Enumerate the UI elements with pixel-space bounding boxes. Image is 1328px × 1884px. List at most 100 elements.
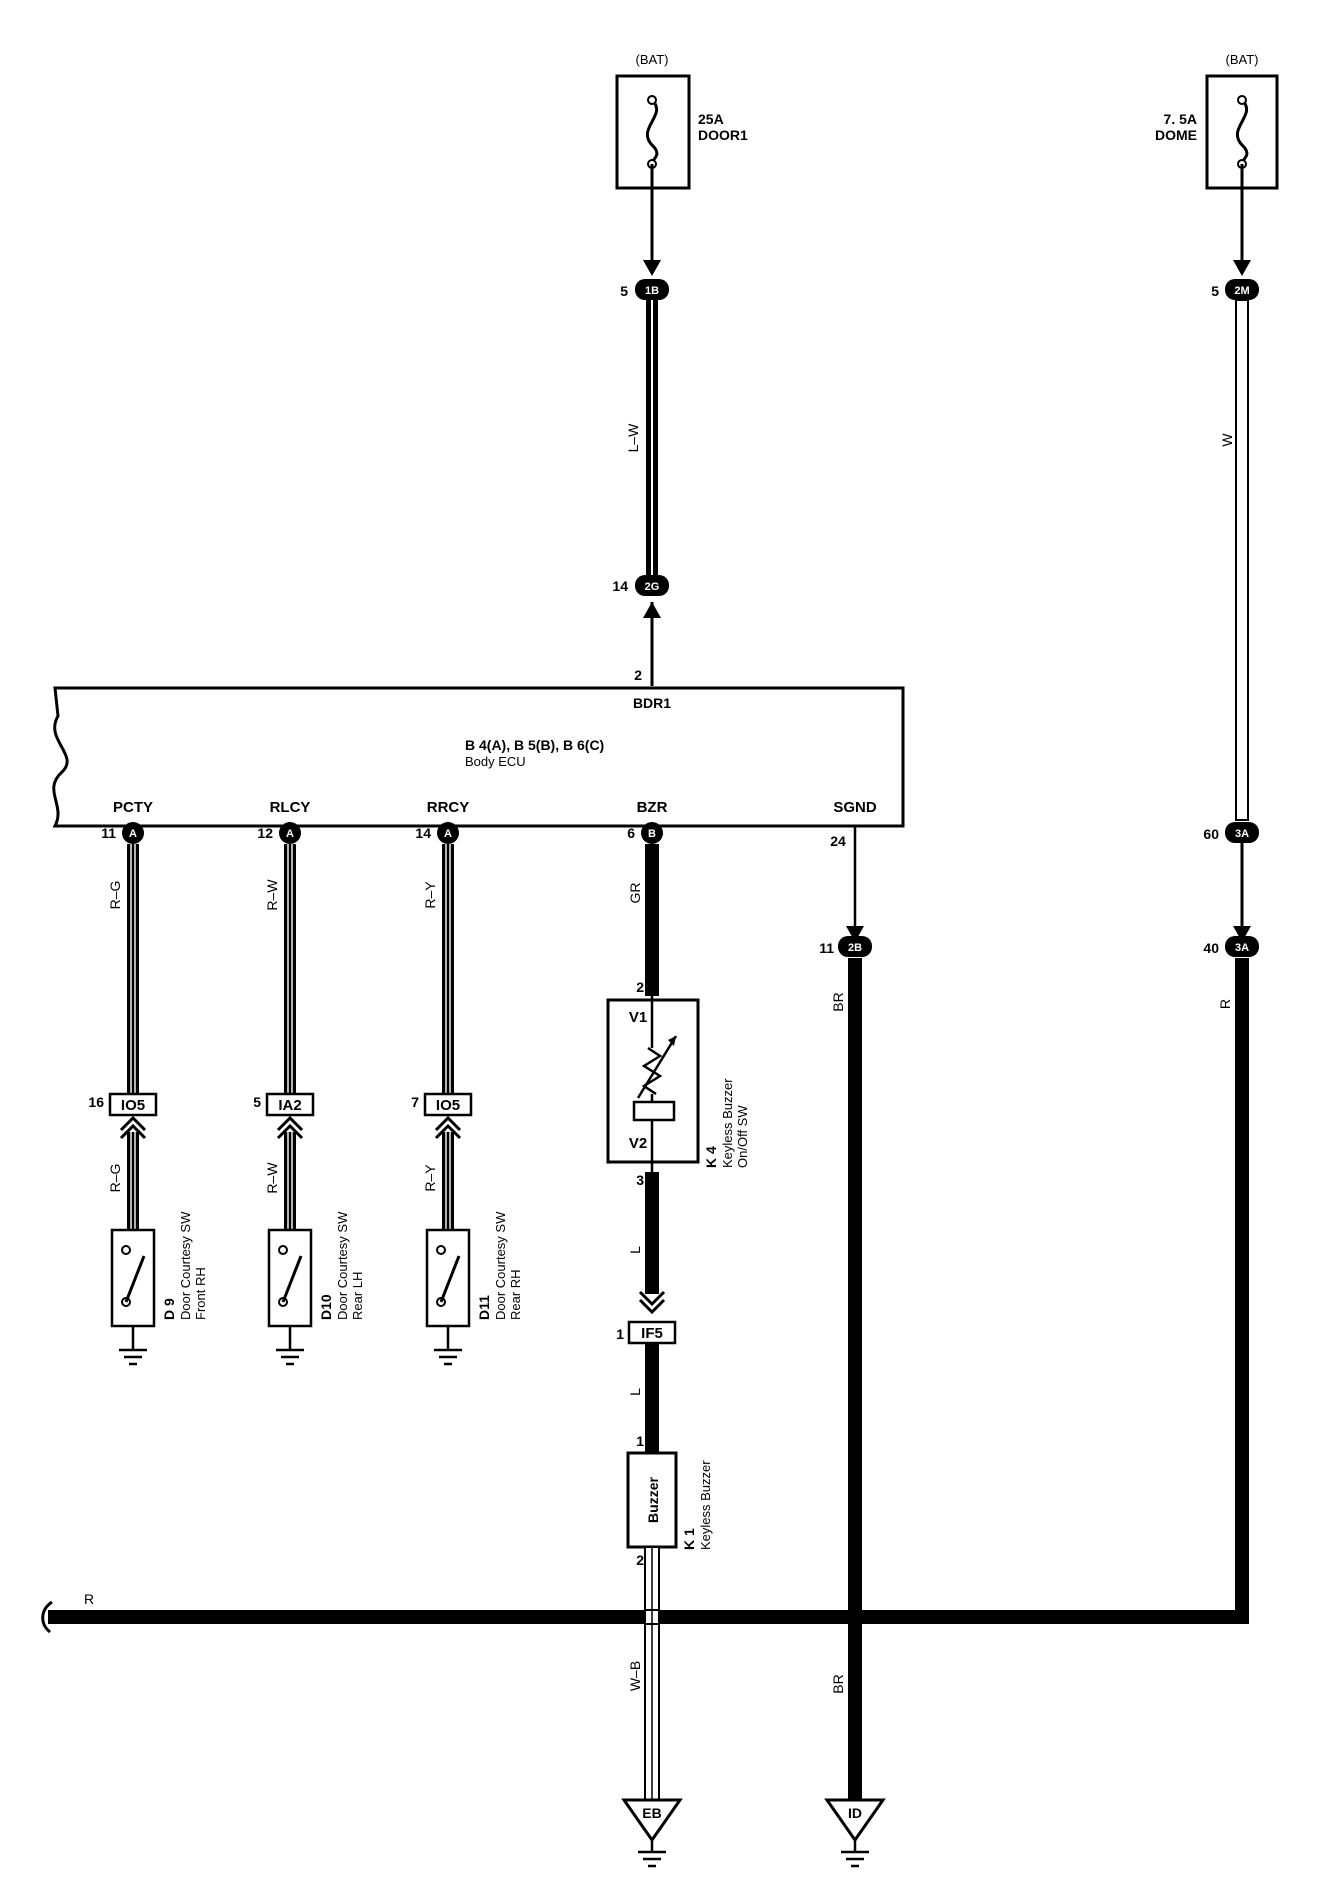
switch-d10-code: D10 (318, 1294, 334, 1320)
if5-pin: 1 (616, 1326, 624, 1342)
ecu-terminal-pcty: PCTY (113, 799, 153, 816)
connector-arrow-icon (1233, 926, 1251, 942)
connector-2m-id: 2M (1234, 285, 1249, 297)
connector-2b-pin: 11 (819, 940, 834, 956)
double-arrow-icon (119, 1115, 147, 1140)
ecu-connector-rlcy: 12 A (257, 822, 301, 844)
double-arrow-icon (276, 1115, 304, 1140)
ground-icon (119, 1348, 147, 1366)
connector-arrow-icon (846, 926, 864, 942)
connector-3a-40-id: 3A (1235, 942, 1249, 954)
k4-sub: On/Off SW (735, 1105, 750, 1168)
k4-code: K 4 (703, 1146, 719, 1168)
connector-1b: 5 1B (620, 279, 669, 300)
wire-door1-circuit: L–W (625, 164, 661, 686)
wire-label-l-upper: L (627, 1246, 643, 1254)
junction-io5-pin: 7 (411, 1094, 419, 1110)
junction-io5-b-id: IO5 (436, 1097, 460, 1114)
fuse-dome-source: (BAT) (1226, 52, 1259, 67)
body-ecu: 2 BDR1 B 4(A), B 5(B), B 6(C) Body ECU P… (52, 667, 905, 828)
ecu-box (52, 686, 905, 828)
connector-2g: 14 2G (612, 575, 669, 596)
connector-3a-60-pin: 60 (1203, 826, 1219, 842)
wire-label-ry-upper: R–Y (422, 881, 438, 909)
ecu-connector-rrcy: 14 A (415, 822, 459, 844)
ground-eb-id: EB (642, 1805, 661, 1821)
fuse-dome-name: DOME (1155, 127, 1197, 143)
wire-l-upper (645, 1172, 659, 1294)
fuse-door1-amp: 25A (698, 111, 724, 127)
wire-label-l-lower: L (627, 1388, 643, 1396)
ecu-bdr-label: BDR1 (633, 695, 671, 711)
connector-2m: 5 2M (1211, 279, 1259, 300)
ecu-connector-pcty: 11 A (101, 822, 144, 844)
ecu-pcty-id: A (129, 828, 137, 840)
ecu-rrcy-id: A (444, 828, 452, 840)
k1-pin-bottom: 2 (636, 1552, 644, 1568)
junction-io5 (108, 1092, 158, 1117)
junction-ia2-pin: 5 (253, 1094, 261, 1110)
ecu-terminal-rlcy: RLCY (270, 799, 311, 816)
switch-d11-name: Door Courtesy SW (493, 1211, 508, 1320)
wire-label-r-bus: R (84, 1591, 94, 1607)
ecu-codes: B 4(A), B 5(B), B 6(C) (465, 737, 604, 753)
ecu-connector-bzr: 6 B (627, 822, 663, 844)
wire-gr (645, 844, 659, 996)
switch-lever-icon (439, 1255, 461, 1303)
wire-label-lw: L–W (625, 423, 641, 453)
branch-pcty: R–G 16 IO5 R–G 1 D 9 Door Courtesy SW Fr… (88, 844, 208, 1366)
fuse-dome: (BAT) 7. 5A DOME (1155, 52, 1279, 190)
switch-d10-name: Door Courtesy SW (335, 1211, 350, 1320)
fuse-terminal-icon (1237, 95, 1247, 105)
junction-ia2 (265, 1092, 315, 1117)
k4-v1-label: V1 (629, 1009, 647, 1026)
junction-io5-pin: 16 (88, 1094, 104, 1110)
ecu-bzr-id: B (648, 828, 656, 840)
connector-arrow-icon (643, 260, 661, 276)
connector-2m-pin: 5 (1211, 283, 1219, 299)
branch-rrcy: R–Y 7 IO5 R–Y 1 D11 Door Courtesy SW Rea… (411, 844, 523, 1366)
connector-1b-pin: 5 (620, 283, 628, 299)
fuse-dome-amp: 7. 5A (1164, 111, 1197, 127)
wire-r (1235, 958, 1249, 1618)
switch-d11-position: Rear RH (508, 1269, 523, 1320)
wire-label-br-lower: BR (830, 1674, 846, 1693)
junction-ia2-id: IA2 (278, 1097, 301, 1114)
connector-3a-60-id: 3A (1235, 828, 1249, 840)
switch-contact-icon (278, 1245, 288, 1255)
k4-coil (632, 1100, 676, 1122)
ecu-rlcy-pin: 12 (257, 825, 273, 841)
wire-label-wb: W–B (627, 1661, 643, 1691)
ground-icon (434, 1348, 462, 1366)
connector-2g-pin: 14 (612, 578, 628, 594)
k4-v2-label: V2 (629, 1135, 647, 1152)
branch-rlcy: R–W 5 IA2 R–W 1 D10 Door Courtesy SW Rea… (253, 844, 365, 1366)
junction-if5-id: IF5 (641, 1325, 663, 1342)
ground-eb (621, 1798, 683, 1843)
ecu-bzr-pin: 6 (627, 825, 635, 841)
wire-label-ry-lower: R–Y (422, 1164, 438, 1192)
branch-sgnd: 24 11 2B BR BR ID (809, 824, 886, 1868)
connector-2b (838, 936, 872, 957)
ground-icon (841, 1850, 869, 1868)
connector-arrow-icon (1233, 260, 1251, 276)
switch-d10-position: Rear LH (350, 1272, 365, 1320)
wire-label-rw-lower: R–W (264, 1162, 280, 1194)
switch-d11-box (425, 1228, 471, 1328)
k1-pin-top: 1 (636, 1433, 644, 1449)
junction-io5-id: IO5 (121, 1097, 145, 1114)
wire-label-br-upper: BR (830, 992, 846, 1011)
ecu-terminal-sgnd: SGND (833, 799, 877, 816)
ecu-rrcy-pin: 14 (415, 825, 431, 841)
wire-label-rg-lower: R–G (107, 1164, 123, 1193)
wire-label-rw-upper: R–W (264, 879, 280, 911)
variable-arrow-icon (636, 1035, 678, 1099)
fuse-terminal-icon (647, 95, 657, 105)
double-arrow-down-icon (638, 1290, 666, 1315)
switch-lever-icon (281, 1255, 303, 1303)
switch-d10-box (267, 1228, 313, 1328)
switch-contact-icon (121, 1245, 131, 1255)
wire-w (1235, 299, 1249, 821)
connector-3a-60: 60 3A (1203, 822, 1259, 843)
